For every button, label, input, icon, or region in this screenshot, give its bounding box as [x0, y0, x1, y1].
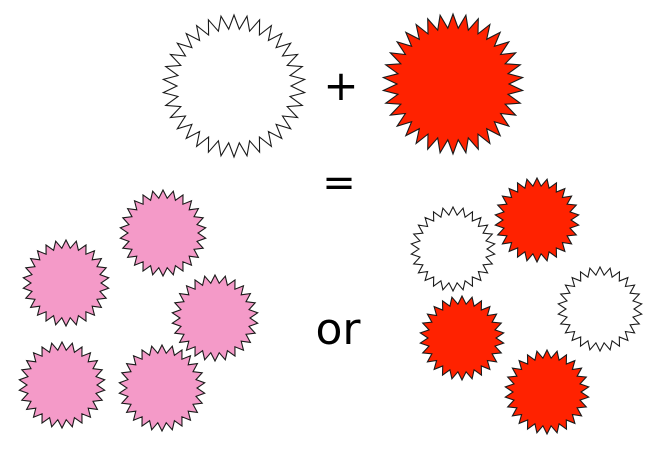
white-starburst-small-2 [557, 265, 643, 353]
red-starburst-small-3 [504, 348, 590, 436]
white-starburst-large [161, 13, 307, 159]
pink-starburst-1 [119, 188, 207, 278]
red-starburst-small-2 [419, 294, 505, 382]
pink-starburst-3 [171, 273, 259, 363]
plus-sign: + [323, 61, 359, 110]
pink-starburst-5 [118, 343, 206, 433]
or-label: or [315, 304, 361, 355]
equals-sign: = [322, 160, 356, 206]
pink-starburst-2 [22, 238, 110, 328]
red-starburst-large [381, 12, 525, 156]
white-starburst-small-1 [410, 205, 496, 293]
pink-starburst-4 [18, 340, 106, 430]
red-starburst-small-1 [494, 176, 580, 264]
